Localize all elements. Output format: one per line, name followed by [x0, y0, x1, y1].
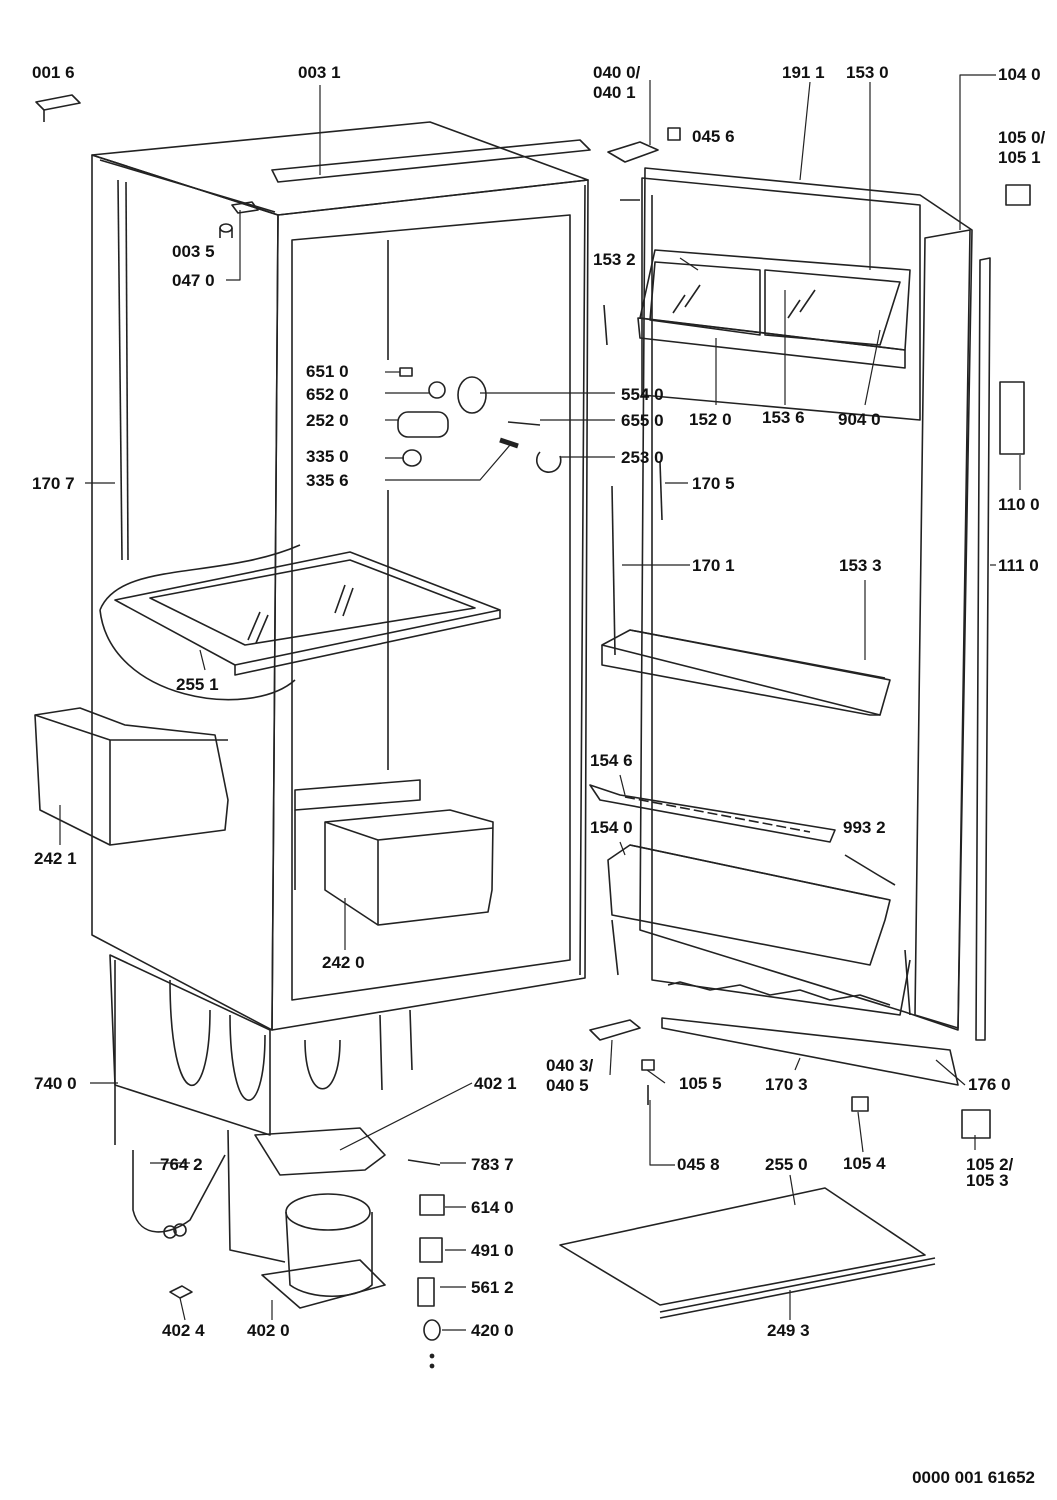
lamp-part: [844, 854, 896, 886]
part-label: 993 2: [843, 818, 886, 837]
part-label: 152 0: [689, 410, 732, 429]
part-label: 255 1: [176, 675, 219, 694]
compressor: [227, 1127, 386, 1309]
part-label: 420 0: [471, 1321, 514, 1340]
part-label: 561 2: [471, 1278, 514, 1297]
door-butter-compartment: [637, 249, 911, 369]
glass-shelf: [99, 544, 501, 701]
part-label: 104 0: [998, 65, 1041, 84]
part-label: 003 5: [172, 242, 215, 261]
document-code: 0000 001 61652: [912, 1468, 1035, 1487]
part-label: 176 0: [968, 1075, 1011, 1094]
part-label: 170 7: [32, 474, 75, 493]
part-label: 003 1: [298, 63, 341, 82]
part-label: 242 1: [34, 849, 77, 868]
part-label: 554 0: [621, 385, 664, 404]
door-rack: [589, 784, 836, 843]
part-label: 105 0/: [998, 128, 1046, 147]
part-label: 651 0: [306, 362, 349, 381]
thermostat-assembly: [397, 367, 562, 473]
part-label: 253 0: [621, 448, 664, 467]
bottom-trim: [661, 981, 959, 1086]
hinge-parts: [589, 127, 1031, 1139]
condenser: [109, 954, 413, 1145]
part-label: 402 4: [162, 1321, 205, 1340]
temperature-sensor: [132, 1150, 226, 1239]
part-label: 170 1: [692, 556, 735, 575]
part-label: 402 1: [474, 1074, 517, 1093]
part-label: 040 0/: [593, 63, 641, 82]
part-label: 255 0: [765, 1155, 808, 1174]
part-label: 191 1: [782, 63, 825, 82]
door: [620, 167, 973, 1031]
part-label: 105 3: [966, 1171, 1009, 1190]
part-label: 040 3/: [546, 1056, 594, 1075]
electrical-parts: [169, 1159, 445, 1341]
part-label: 154 6: [590, 751, 633, 770]
crisper-drawer-left: [34, 707, 229, 846]
leader-lines: [59, 74, 1021, 1331]
part-label: 105 2/: [966, 1155, 1014, 1174]
part-label: 783 7: [471, 1155, 514, 1174]
part-label: 154 0: [590, 818, 633, 837]
part-label: 153 6: [762, 408, 805, 427]
bracket-part: [35, 94, 81, 122]
part-label: 252 0: [306, 411, 349, 430]
part-label: 491 0: [471, 1241, 514, 1260]
top-strip: [271, 139, 591, 183]
screws: [429, 1353, 435, 1369]
part-label: 153 0: [846, 63, 889, 82]
part-label: 249 3: [767, 1321, 810, 1340]
part-label: 045 8: [677, 1155, 720, 1174]
part-label: 655 0: [621, 411, 664, 430]
clip-part: [219, 201, 259, 238]
part-label: 040 5: [546, 1076, 589, 1095]
part-label: 740 0: [34, 1074, 77, 1093]
part-label: 335 6: [306, 471, 349, 490]
door-shelf-lower: [607, 844, 891, 966]
part-label: 335 0: [306, 447, 349, 466]
door-shelf-upper: [601, 629, 891, 716]
part-label: 047 0: [172, 271, 215, 290]
part-label: 045 6: [692, 127, 735, 146]
part-label: 402 0: [247, 1321, 290, 1340]
bottom-glass-plate: [559, 1187, 936, 1319]
door-gaskets: [603, 257, 1025, 1041]
part-label: 111 0: [998, 556, 1039, 575]
part-label: 153 2: [593, 250, 636, 269]
part-label: 105 5: [679, 1074, 722, 1093]
part-label: 170 5: [692, 474, 735, 493]
part-label: 170 3: [765, 1075, 808, 1094]
cabinet: [91, 121, 589, 1031]
part-label: 001 6: [32, 63, 75, 82]
part-label: 242 0: [322, 953, 365, 972]
part-label: 153 3: [839, 556, 882, 575]
part-label: 040 1: [593, 83, 636, 102]
part-label: 764 2: [160, 1155, 203, 1174]
part-label: 904 0: [838, 410, 881, 429]
part-label: 614 0: [471, 1198, 514, 1217]
part-label: 105 4: [843, 1154, 886, 1173]
part-label: 652 0: [306, 385, 349, 404]
part-label: 110 0: [998, 495, 1040, 514]
crisper-drawer-right: [294, 779, 494, 926]
part-label: 105 1: [998, 148, 1041, 167]
